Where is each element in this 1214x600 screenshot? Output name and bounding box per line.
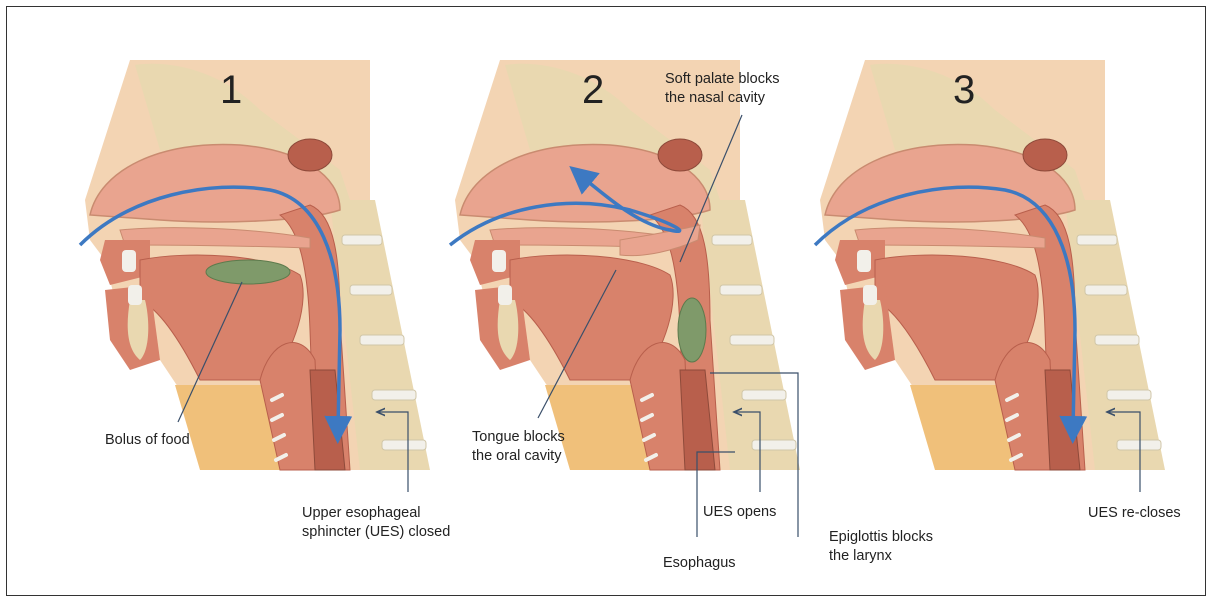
label-epiglottis: Epiglottis blocks the larynx	[829, 528, 933, 566]
stage-number-2: 2	[582, 68, 604, 113]
label-soft-palate: Soft palate blocks the nasal cavity	[665, 70, 779, 108]
stage-1-illustration	[80, 60, 430, 470]
label-ues-recloses: UES re-closes	[1088, 504, 1181, 523]
stage-2-illustration	[450, 60, 800, 470]
bolus-of-food	[678, 298, 706, 362]
stage-3-illustration	[815, 60, 1165, 470]
label-ues-closed: Upper esophageal sphincter (UES) closed	[302, 504, 450, 542]
stage-number-1: 1	[220, 68, 242, 113]
label-tongue: Tongue blocks the oral cavity	[472, 428, 565, 466]
label-esophagus: Esophagus	[663, 554, 736, 573]
label-ues-opens: UES opens	[703, 503, 776, 522]
label-bolus-of-food: Bolus of food	[105, 431, 190, 450]
stage-number-3: 3	[953, 68, 975, 113]
bolus-of-food	[206, 260, 290, 284]
